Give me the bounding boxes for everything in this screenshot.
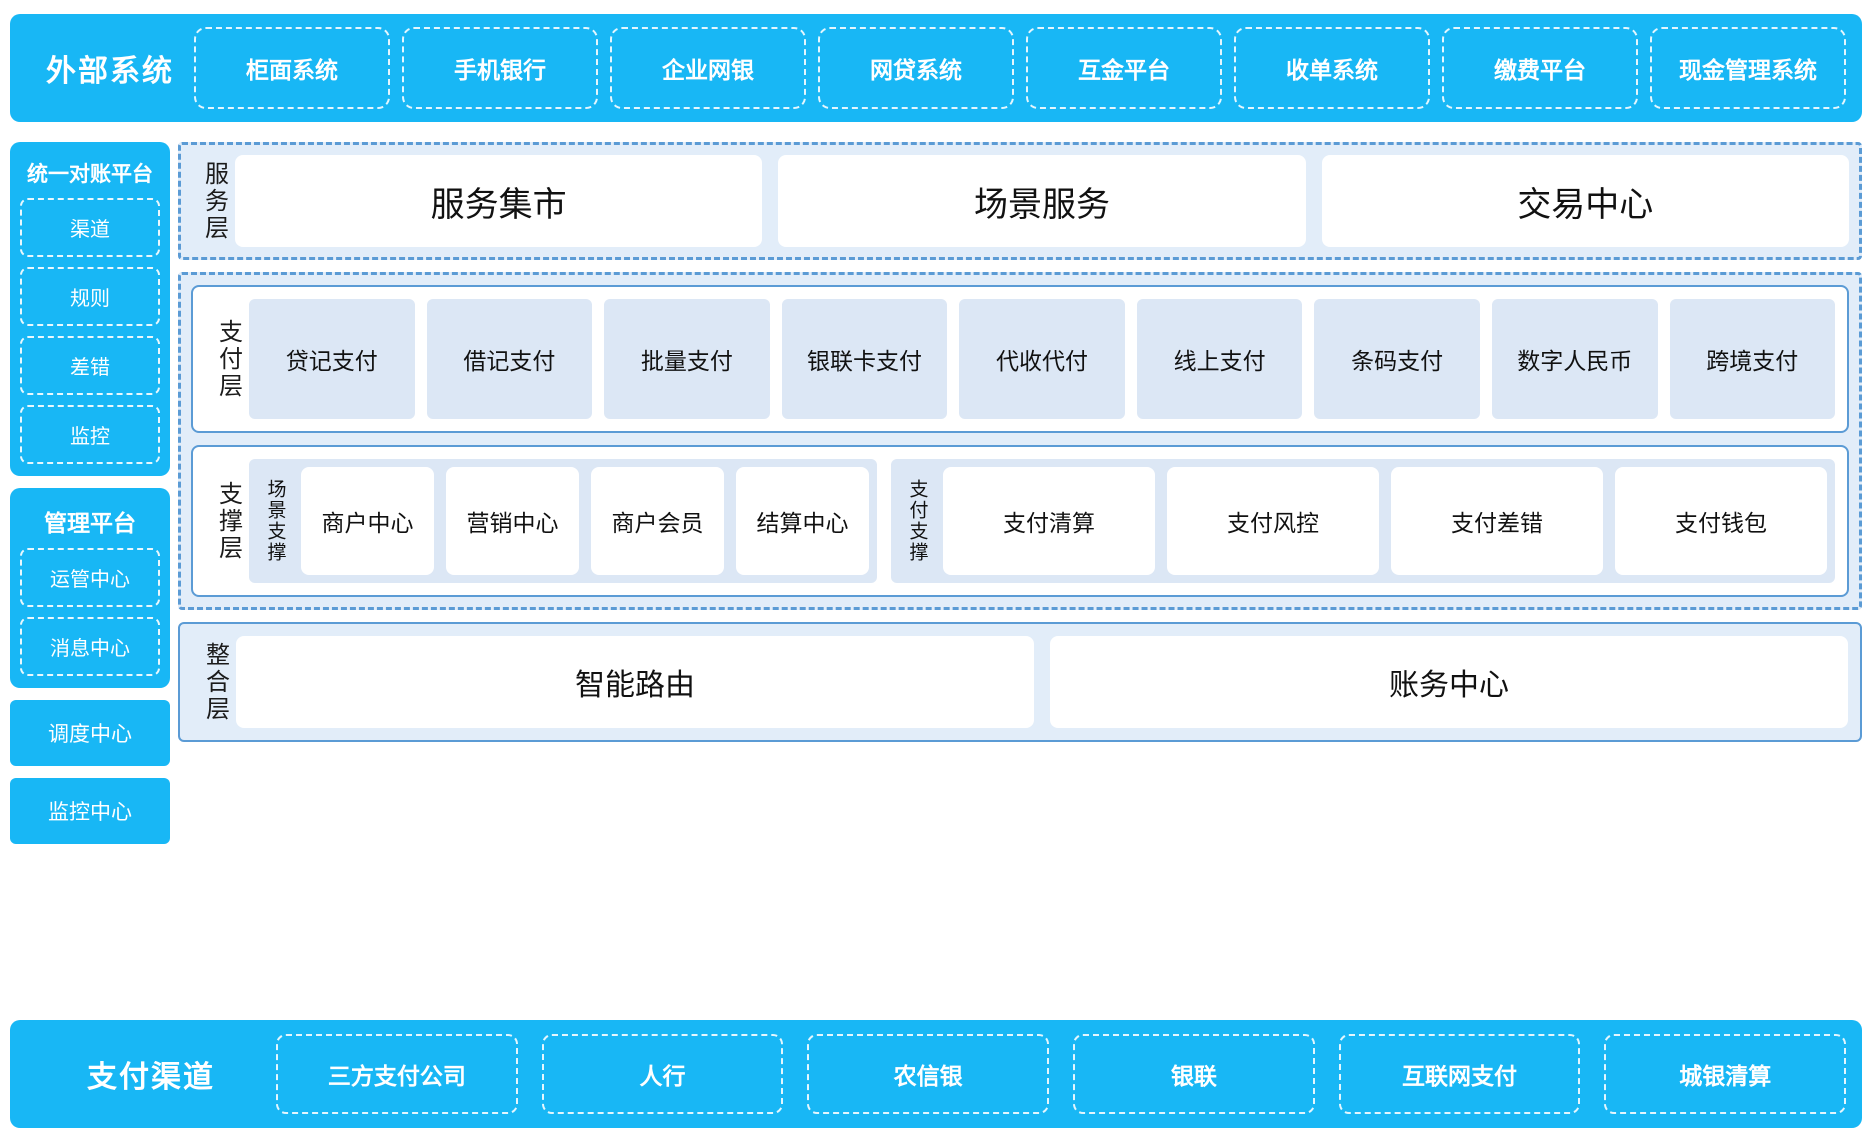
integration-card-smart-routing[interactable]: 智能路由 bbox=[236, 636, 1034, 728]
integration-layer-row: 整合层 智能路由 账务中心 bbox=[192, 636, 1848, 728]
integration-layer-cards: 智能路由 账务中心 bbox=[236, 636, 1848, 728]
support-layer-panel: 支撑层 场景支撑 商户中心 营销中心 商户会员 结算中心 bbox=[191, 445, 1849, 597]
external-item-bill-payment[interactable]: 缴费平台 bbox=[1442, 27, 1638, 109]
integration-layer-panel: 整合层 智能路由 账务中心 bbox=[178, 622, 1862, 742]
sidebar-item-operations-center[interactable]: 运管中心 bbox=[20, 548, 160, 607]
support-item-merchant-member[interactable]: 商户会员 bbox=[591, 467, 724, 575]
support-group-payment-items: 支付清算 支付风控 支付差错 支付钱包 bbox=[943, 467, 1827, 575]
support-item-payment-risk[interactable]: 支付风控 bbox=[1167, 467, 1379, 575]
integration-layer-label: 整合层 bbox=[201, 641, 229, 723]
external-systems-bar: 外部系统 柜面系统 手机银行 企业网银 网贷系统 互金平台 收单系统 缴费平台 … bbox=[10, 14, 1862, 122]
payment-layer-row: 支付层 贷记支付 借记支付 批量支付 银联卡支付 代收代付 线上支付 条码支付 … bbox=[205, 299, 1836, 419]
payment-item-cross-border[interactable]: 跨境支付 bbox=[1669, 299, 1836, 419]
payment-channel-list: 三方支付公司 人行 农信银 银联 互联网支付 城银清算 bbox=[276, 1034, 1847, 1114]
service-card-scenario-service[interactable]: 场景服务 bbox=[778, 155, 1306, 247]
external-item-online-loan[interactable]: 网贷系统 bbox=[818, 27, 1014, 109]
support-item-payment-wallet[interactable]: 支付钱包 bbox=[1615, 467, 1827, 575]
payment-layer-panel: 支付层 贷记支付 借记支付 批量支付 银联卡支付 代收代付 线上支付 条码支付 … bbox=[191, 285, 1849, 433]
channel-item-third-party[interactable]: 三方支付公司 bbox=[276, 1034, 518, 1114]
external-systems-list: 柜面系统 手机银行 企业网银 网贷系统 互金平台 收单系统 缴费平台 现金管理系… bbox=[194, 27, 1846, 109]
payment-item-unionpay-card[interactable]: 银联卡支付 bbox=[781, 299, 948, 419]
sidebar: 统一对账平台 渠道 规则 差错 监控 管理平台 运管中心 消息中心 调度中心 监… bbox=[10, 142, 170, 856]
support-item-payment-error[interactable]: 支付差错 bbox=[1391, 467, 1603, 575]
support-group-scenario-label: 场景支撑 bbox=[264, 479, 286, 563]
payment-channel-title: 支付渠道 bbox=[87, 1061, 215, 1094]
sidebar-item-error[interactable]: 差错 bbox=[20, 336, 160, 395]
sidebar-item-rule[interactable]: 规则 bbox=[20, 267, 160, 326]
support-item-merchant-center[interactable]: 商户中心 bbox=[301, 467, 434, 575]
payment-item-credit-payment[interactable]: 贷记支付 bbox=[249, 299, 415, 419]
sidebar-management-title: 管理平台 bbox=[44, 510, 136, 536]
support-layer-label: 支撑层 bbox=[214, 480, 242, 562]
support-group-payment: 支付支撑 支付清算 支付风控 支付差错 支付钱包 bbox=[891, 459, 1835, 583]
external-item-counter[interactable]: 柜面系统 bbox=[194, 27, 390, 109]
service-layer-label: 服务层 bbox=[200, 160, 228, 242]
main-column: 服务层 服务集市 场景服务 交易中心 支付层 贷记支付 借记支付 批量支付 bbox=[178, 142, 1862, 754]
payment-item-collection-disbursement[interactable]: 代收代付 bbox=[959, 299, 1125, 419]
service-layer-row: 服务层 服务集市 场景服务 交易中心 bbox=[191, 155, 1849, 247]
support-layer-groups: 场景支撑 商户中心 营销中心 商户会员 结算中心 支付支撑 支付清算 bbox=[249, 459, 1835, 583]
support-item-settlement-center[interactable]: 结算中心 bbox=[736, 467, 869, 575]
sidebar-item-monitor[interactable]: 监控 bbox=[20, 405, 160, 464]
payment-layer-items: 贷记支付 借记支付 批量支付 银联卡支付 代收代付 线上支付 条码支付 数字人民… bbox=[249, 299, 1836, 419]
support-group-payment-label: 支付支撑 bbox=[906, 479, 928, 563]
channel-item-city-bank-clearing[interactable]: 城银清算 bbox=[1604, 1034, 1847, 1114]
payment-item-digital-rmb[interactable]: 数字人民币 bbox=[1491, 299, 1658, 419]
external-item-mobile-bank[interactable]: 手机银行 bbox=[402, 27, 598, 109]
sidebar-block-reconciliation: 统一对账平台 渠道 规则 差错 监控 bbox=[10, 142, 170, 476]
payment-item-barcode-payment[interactable]: 条码支付 bbox=[1314, 299, 1480, 419]
external-item-acquiring[interactable]: 收单系统 bbox=[1234, 27, 1430, 109]
sidebar-reconciliation-title: 统一对账平台 bbox=[27, 163, 153, 186]
service-layer-cards: 服务集市 场景服务 交易中心 bbox=[235, 155, 1849, 247]
channel-item-unionpay[interactable]: 银联 bbox=[1073, 1034, 1315, 1114]
payment-item-batch-payment[interactable]: 批量支付 bbox=[604, 299, 770, 419]
external-item-fintech[interactable]: 互金平台 bbox=[1026, 27, 1222, 109]
channel-item-rcc[interactable]: 农信银 bbox=[807, 1034, 1050, 1114]
service-layer-group: 服务层 服务集市 场景服务 交易中心 bbox=[178, 142, 1862, 260]
external-item-corporate-bank[interactable]: 企业网银 bbox=[610, 27, 806, 109]
service-card-marketplace[interactable]: 服务集市 bbox=[235, 155, 763, 247]
payment-item-debit-payment[interactable]: 借记支付 bbox=[426, 299, 593, 419]
channel-item-internet-payment[interactable]: 互联网支付 bbox=[1338, 1034, 1581, 1114]
payment-channel-bar: 支付渠道 三方支付公司 人行 农信银 银联 互联网支付 城银清算 bbox=[10, 1020, 1862, 1128]
support-group-scenario-items: 商户中心 营销中心 商户会员 结算中心 bbox=[301, 467, 869, 575]
payment-item-online-payment[interactable]: 线上支付 bbox=[1136, 299, 1303, 419]
support-item-marketing-center[interactable]: 营销中心 bbox=[446, 467, 579, 575]
sidebar-item-channel[interactable]: 渠道 bbox=[20, 198, 160, 257]
channel-item-pboc[interactable]: 人行 bbox=[541, 1034, 784, 1114]
integration-card-accounting-center[interactable]: 账务中心 bbox=[1050, 636, 1848, 728]
sidebar-item-monitoring-center[interactable]: 监控中心 bbox=[10, 778, 170, 844]
support-item-payment-clearing[interactable]: 支付清算 bbox=[943, 467, 1155, 575]
external-systems-title: 外部系统 bbox=[46, 55, 174, 88]
support-group-scenario: 场景支撑 商户中心 营销中心 商户会员 结算中心 bbox=[249, 459, 877, 583]
service-card-transaction-center[interactable]: 交易中心 bbox=[1321, 155, 1849, 247]
sidebar-block-management: 管理平台 运管中心 消息中心 bbox=[10, 488, 170, 688]
sidebar-item-message-center[interactable]: 消息中心 bbox=[20, 617, 160, 676]
external-item-cash-management[interactable]: 现金管理系统 bbox=[1650, 27, 1846, 109]
payment-support-group: 支付层 贷记支付 借记支付 批量支付 银联卡支付 代收代付 线上支付 条码支付 … bbox=[178, 272, 1862, 610]
payment-layer-label: 支付层 bbox=[214, 318, 242, 400]
support-layer-row: 支撑层 场景支撑 商户中心 营销中心 商户会员 结算中心 bbox=[205, 459, 1835, 583]
sidebar-item-scheduling-center[interactable]: 调度中心 bbox=[10, 700, 170, 766]
